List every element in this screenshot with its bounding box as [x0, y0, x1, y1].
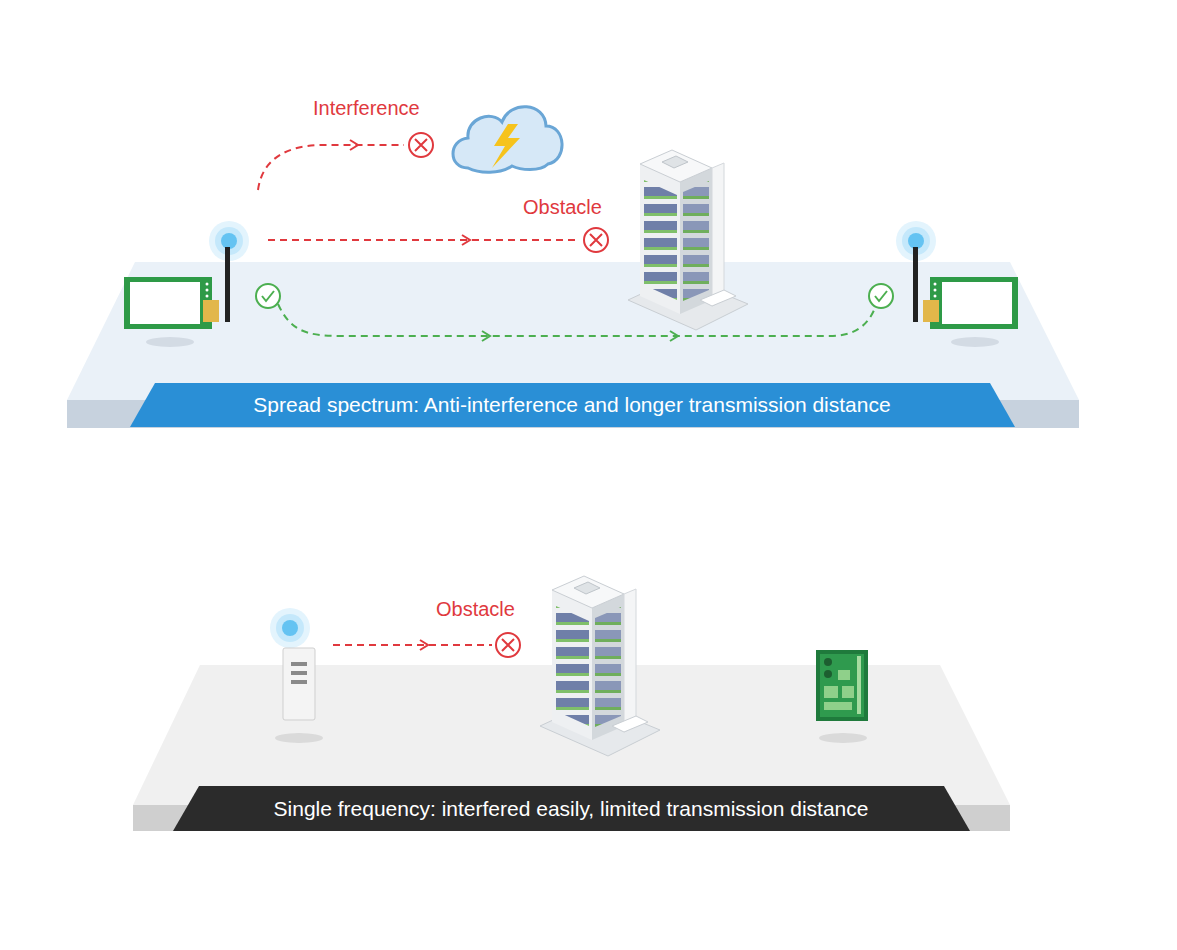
path-label: Obstacle — [436, 598, 515, 620]
module-shield — [130, 282, 200, 324]
module-shield — [942, 282, 1012, 324]
module-pin — [934, 295, 937, 298]
arrow-chevron — [420, 640, 428, 650]
single-frequency-remote — [270, 608, 315, 720]
module-pin — [934, 283, 937, 286]
path-label: Obstacle — [523, 196, 602, 218]
board-component — [824, 670, 832, 678]
remote-button — [291, 680, 307, 684]
caption-band: Spread spectrum: Anti-interference and l… — [130, 383, 1015, 427]
building-bottom — [540, 576, 660, 756]
storm-cloud — [453, 107, 562, 173]
arrow-chevron — [462, 235, 470, 245]
module-pin — [206, 295, 209, 298]
illustration-part — [584, 228, 608, 252]
device-shadow — [146, 337, 194, 347]
lightning-bolt — [492, 124, 520, 168]
interference-path — [258, 145, 404, 190]
board-component — [824, 658, 832, 666]
caption-band: Single frequency: interfered easily, lim… — [173, 786, 970, 831]
spread-spectrum-path — [278, 304, 875, 336]
obstacle-path — [268, 239, 580, 241]
antenna — [913, 247, 918, 322]
module-pins — [203, 300, 219, 322]
board-chip — [842, 686, 854, 698]
path-label: Interference — [313, 97, 420, 119]
receiver-board — [816, 650, 868, 721]
platform-top-surface — [67, 262, 1079, 400]
remote-button — [291, 671, 307, 675]
arrow-chevron — [670, 331, 678, 341]
band-fill — [130, 383, 1015, 427]
lora-module-right — [896, 221, 1018, 329]
module-pin — [206, 283, 209, 286]
illustration-part — [409, 133, 433, 157]
board-chip — [824, 686, 838, 698]
module-pin — [206, 289, 209, 292]
module-pins — [923, 300, 939, 322]
device-shadow — [951, 337, 999, 347]
board-chip — [824, 702, 852, 710]
remote-button — [291, 662, 307, 666]
device-shadow — [275, 733, 323, 743]
board-header — [857, 656, 861, 714]
board-body — [816, 650, 868, 721]
module-board — [124, 277, 212, 329]
board-chip — [838, 670, 850, 680]
module-pin — [934, 289, 937, 292]
illustration-part — [256, 284, 280, 308]
antenna — [225, 247, 230, 322]
arrow-chevron — [350, 140, 358, 150]
obstacle-path — [333, 644, 492, 646]
building-top — [628, 150, 748, 330]
illustration-part — [496, 633, 520, 657]
device-shadow — [819, 733, 867, 743]
band-caption: Spread spectrum: Anti-interference and l… — [253, 393, 890, 417]
illustration-part — [270, 608, 310, 648]
arrow-chevron — [482, 331, 490, 341]
lora-module-left — [124, 221, 249, 329]
band-caption: Single frequency: interfered easily, lim… — [274, 797, 869, 821]
illustration-part — [869, 284, 893, 308]
cloud-shape — [453, 107, 562, 173]
module-board — [930, 277, 1018, 329]
band-fill — [173, 786, 970, 831]
remote-body — [283, 648, 315, 720]
board-inner — [820, 654, 864, 717]
